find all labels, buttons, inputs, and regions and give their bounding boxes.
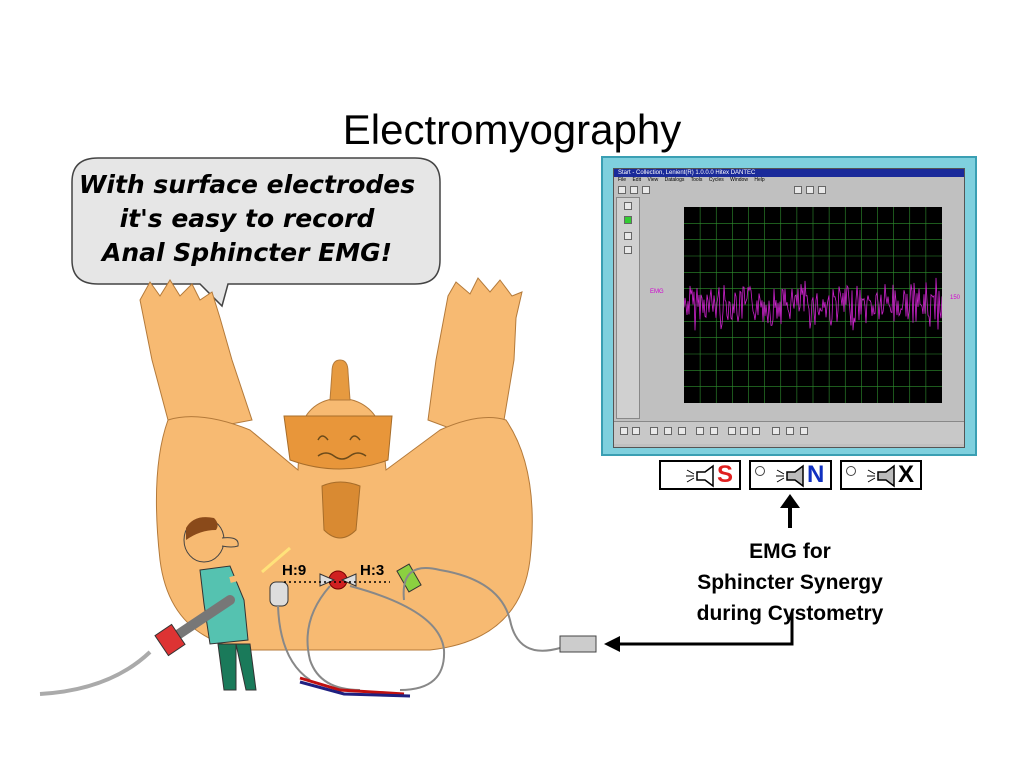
connector-arrow [618,612,794,646]
monitor: Start - Collection, Lenient(R) 1.0.0.0 H… [601,156,977,456]
probe-instrument [39,546,291,696]
play-button[interactable] [794,186,802,194]
new-file-icon[interactable] [618,186,626,194]
speech-bubble-text: With surface electrodes it's easy to rec… [62,168,432,270]
speaker-icon [867,464,895,488]
speaker-icon [776,464,804,488]
emg-software-window: Start - Collection, Lenient(R) 1.0.0.0 H… [613,168,965,448]
radio-indicator [755,466,765,476]
menu-item[interactable]: File [618,177,627,183]
speech-bubble [71,157,441,308]
speech-line: Anal Sphincter EMG! [102,238,392,267]
speech-line: it's easy to record [119,204,375,233]
marker-icon[interactable] [710,427,718,435]
tool-icon[interactable] [642,186,650,194]
channel-value: 150 [950,295,961,301]
marker-icon[interactable] [728,427,736,435]
menu-item[interactable]: View [647,177,659,183]
marker-icon[interactable] [664,427,672,435]
stop-button[interactable] [818,186,826,194]
menu-item[interactable]: Cycles [708,177,724,183]
marker-icon[interactable] [650,427,658,435]
emg-signal-trace [684,277,942,331]
sound-letter: X [898,461,915,488]
sound-button-x[interactable]: X [840,460,922,490]
slide-title: Electromyography [342,106,682,153]
channel-label: EMG [650,289,664,295]
menu-item[interactable]: Edit [632,177,642,183]
marker-icon[interactable] [740,427,748,435]
sound-letter: S [717,461,734,488]
sound-letter: N [807,461,825,488]
caption: EMG for Sphincter Synergy during Cystome… [660,536,920,629]
test-icon[interactable] [624,216,632,224]
marker-icon[interactable] [678,427,686,435]
sound-button-n[interactable]: N [749,460,832,490]
menu-item[interactable]: Tools [690,177,703,183]
fill-icon[interactable] [624,202,632,210]
speaker-icon [686,464,714,488]
marker-icon[interactable] [696,427,704,435]
report-icon[interactable] [624,232,632,240]
questions-icon[interactable] [624,246,632,254]
radio-indicator [846,466,856,476]
caption-line: EMG for [749,540,831,563]
side-panel [616,197,640,419]
menu-item[interactable]: Help [754,177,765,183]
emg-trace-plot [684,207,942,403]
cables [277,567,597,698]
marker-icon[interactable] [772,427,780,435]
bottom-toolbar [614,421,964,444]
marker-icon[interactable] [752,427,760,435]
electrode-label-right: H:3 [360,562,385,579]
window-title: Start - Collection, Lenient(R) 1.0.0.0 H… [614,169,964,177]
tool-icon[interactable] [630,186,638,194]
menu-item[interactable]: Datalogs [664,177,685,183]
menu-bar: File Edit View Datalogs Tools Cycles Win… [614,177,964,184]
marker-icon[interactable] [786,427,794,435]
fill-icon[interactable] [632,427,640,435]
menu-item[interactable]: Window [730,177,748,183]
pause-button[interactable] [806,186,814,194]
marker-icon[interactable] [800,427,808,435]
fill-icon[interactable] [620,427,628,435]
speech-line: With surface electrodes [78,170,416,199]
caption-line: during Cystometry [696,602,884,625]
patient-figure [139,277,533,651]
electrode-label-left: H:9 [282,562,307,579]
caption-line: Sphincter Synergy [697,571,883,594]
sound-button-s[interactable]: S [659,460,741,490]
